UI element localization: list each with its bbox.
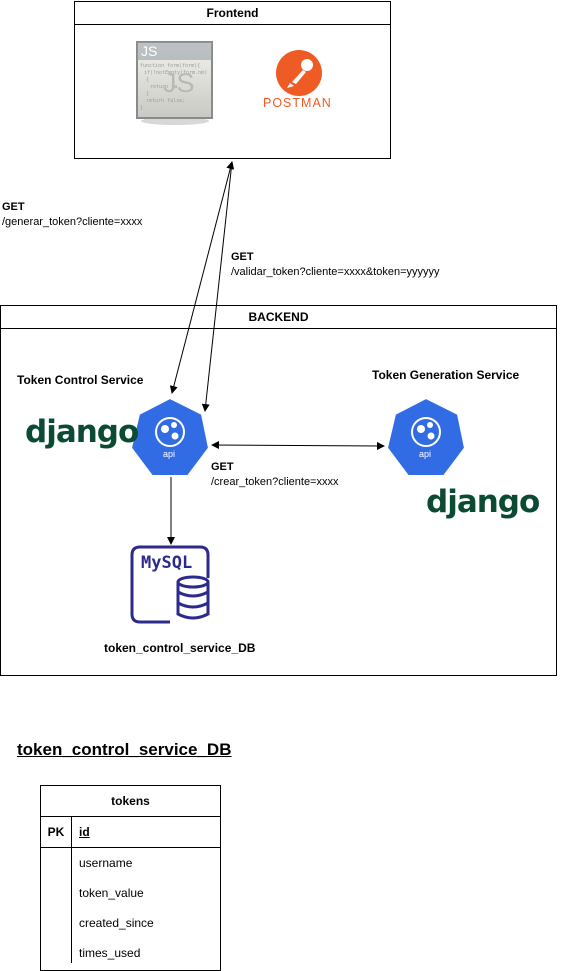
field-created-since: created_since <box>79 916 154 930</box>
request-generar-method: GET <box>2 201 25 213</box>
er-diagram-title: token_control_service_DB <box>17 740 232 759</box>
tokens-table-name: tokens <box>41 786 220 817</box>
token-generation-service-title: Token Generation Service <box>372 368 520 382</box>
request-validar-label: GET /validar_token?cliente=xxxx&token=yy… <box>231 250 440 280</box>
svg-text:if(!notEmpty(form.nm): if(!notEmpty(form.nm) <box>144 70 207 76</box>
request-crear-method: GET <box>211 461 234 473</box>
svg-text:}: } <box>146 91 149 97</box>
api-label-generation: api <box>419 449 432 459</box>
backend-box: BACKEND <box>0 305 557 676</box>
js-icon-watermark: JS <box>163 68 195 98</box>
api-label-control: api <box>163 449 176 459</box>
request-generar-path: /generar_token?cliente=xxxx <box>2 216 143 228</box>
request-validar-path: /validar_token?cliente=xxxx&token=yyyyyy <box>231 266 440 278</box>
field-times-used: times_used <box>79 946 141 960</box>
arrow-crear-token <box>211 441 385 450</box>
pk-label: PK <box>41 817 72 847</box>
api-icon-control <box>129 396 211 477</box>
postman-icon <box>276 50 322 96</box>
request-crear-label: GET /crear_token?cliente=xxxx <box>211 460 338 490</box>
django-logo-generation: django <box>426 484 540 520</box>
fields-body: username token_value created_since times… <box>41 848 220 968</box>
javascript-icon: function form(form){ if(!notEmpty(form.n… <box>136 41 213 125</box>
js-icon-text: JS <box>141 43 158 59</box>
request-validar-method: GET <box>231 251 254 263</box>
mysql-icon-text: MySQL <box>141 553 193 573</box>
fields-gutter <box>41 848 72 963</box>
request-generar-label: GET /generar_token?cliente=xxxx <box>2 200 142 230</box>
svg-text:{: { <box>146 77 149 83</box>
svg-text:return false;: return false; <box>146 98 185 104</box>
frontend-title: Frontend <box>75 2 390 25</box>
db-name-label: token_control_service_DB <box>104 641 256 655</box>
token-control-service-title: Token Control Service <box>17 373 144 387</box>
field-token-value: token_value <box>79 886 144 900</box>
arrow-validar-token <box>201 161 233 412</box>
field-username: username <box>79 856 133 870</box>
svg-text:}: } <box>140 105 143 111</box>
postman-label: POSTMAN <box>263 96 332 110</box>
backend-title: BACKEND <box>1 306 556 329</box>
request-crear-path: /crear_token?cliente=xxxx <box>211 476 339 488</box>
svg-text:function form(form){: function form(form){ <box>140 63 200 69</box>
pk-row: PK id <box>41 817 220 848</box>
api-icon-generation <box>385 396 467 477</box>
frontend-box: Frontend <box>74 1 391 159</box>
tokens-table: tokens PK id username token_value create… <box>40 785 221 971</box>
pk-field: id <box>79 825 90 839</box>
arrow-generar-token <box>169 161 235 394</box>
django-logo-control: django <box>25 414 139 450</box>
svg-text:return fa: return fa <box>150 84 177 90</box>
mysql-icon <box>130 545 212 624</box>
